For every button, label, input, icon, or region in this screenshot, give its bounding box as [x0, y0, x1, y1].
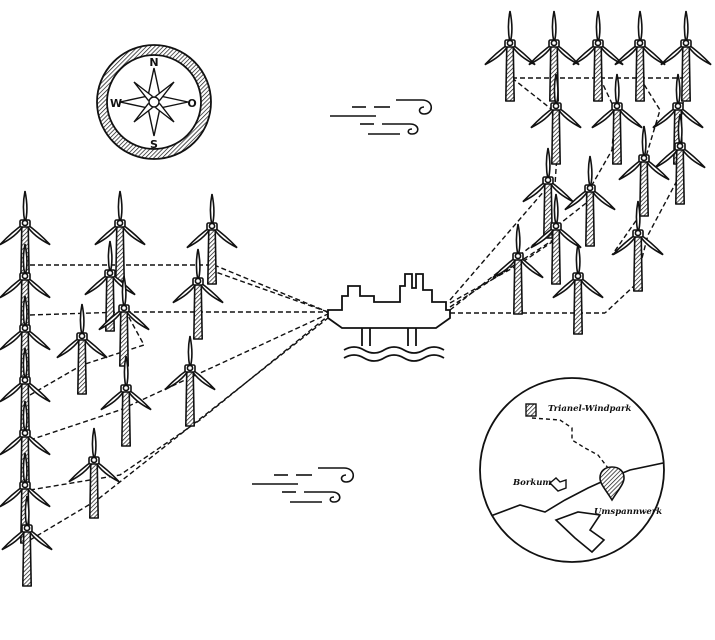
location-pin-icon	[599, 466, 625, 502]
wind-turbine-icon	[482, 10, 538, 102]
wind-turbine-icon	[98, 355, 154, 447]
wind-turbine-icon	[610, 200, 666, 292]
wind-turbine-icon	[616, 125, 672, 217]
wind-turbine-icon	[658, 10, 714, 102]
compass-north: N	[149, 56, 158, 69]
offshore-platform-icon	[327, 273, 451, 362]
compass-rose-icon: N S W O	[96, 44, 212, 160]
wind-turbine-icon	[170, 248, 226, 340]
substation-label: Umspannwerk	[594, 507, 662, 517]
wind-turbine-icon	[96, 275, 152, 367]
wind-turbine-icon	[0, 495, 55, 587]
wind-turbine-icon	[490, 223, 546, 315]
wind-turbine-icon	[652, 113, 708, 205]
wind-turbine-icon	[184, 193, 240, 285]
wind-gust-icon	[329, 99, 433, 135]
windpark-right-cluster	[482, 10, 714, 335]
compass-south: S	[150, 138, 158, 151]
compass-west: W	[110, 97, 122, 110]
wind-turbine-icon	[612, 10, 668, 102]
wind-turbine-icon	[54, 303, 110, 395]
inset-map: Trianel-Windpark Borkum Umspannwerk	[479, 377, 665, 563]
wind-gust-icon	[251, 467, 355, 503]
windpark-marker	[525, 403, 537, 417]
wind-turbine-icon	[66, 427, 122, 519]
wind-turbine-icon	[528, 73, 584, 165]
windpark-left-column	[0, 190, 55, 587]
windpark-left-cluster	[54, 190, 240, 519]
island-label: Borkum	[512, 478, 551, 488]
island-shape	[548, 477, 567, 492]
cable-lines-left	[29, 264, 329, 541]
windpark-label: Trianel-Windpark	[548, 404, 631, 414]
compass-east: O	[187, 97, 196, 110]
wind-turbine-icon	[92, 190, 148, 282]
wind-turbine-icon	[520, 147, 576, 239]
